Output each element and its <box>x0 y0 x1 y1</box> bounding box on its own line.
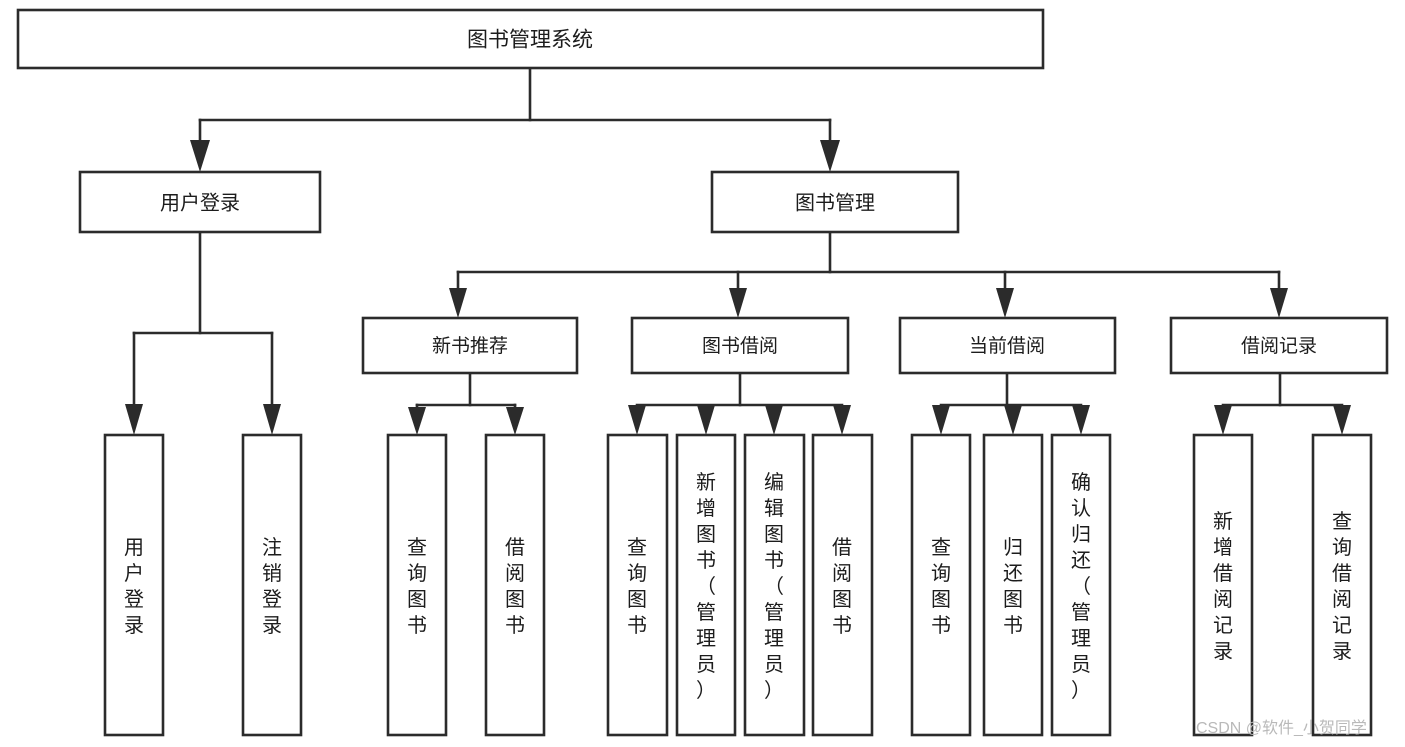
node-new-book-recommend[interactable]: 新书推荐 <box>361 316 579 375</box>
book-management-label: 图书管理 <box>795 191 875 214</box>
root-label: 图书管理系统 <box>467 29 593 52</box>
root-box[interactable] <box>16 8 1045 70</box>
leaf-node[interactable]: 查询图书 <box>910 433 972 737</box>
leaf-box[interactable] <box>606 433 669 737</box>
borrow-record-label: 借阅记录 <box>1241 335 1317 357</box>
arrow-to-leaf-query-book-1 <box>408 407 426 435</box>
leaf-node[interactable]: 借阅图书 <box>484 433 546 737</box>
new-book-recommend-label: 新书推荐 <box>432 335 508 357</box>
book-borrow-box[interactable] <box>630 316 850 375</box>
leaf-node[interactable]: 确认归还（管理员） <box>1050 433 1112 737</box>
arrow-to-borrow-record <box>1270 288 1288 318</box>
leaf-vertical-label: 用户登录 <box>124 537 144 637</box>
leaf-box[interactable] <box>675 433 737 737</box>
current-borrow-label: 当前借阅 <box>969 335 1045 357</box>
arrow-to-current-borrow <box>996 288 1014 318</box>
leaf-vertical-label: 借阅图书 <box>832 536 852 637</box>
leaf-box[interactable] <box>386 433 448 737</box>
leaf-node[interactable]: 注销登录 <box>241 433 303 737</box>
node-current-borrow[interactable]: 当前借阅 <box>898 316 1117 375</box>
arrow-to-leaf-logout <box>263 404 281 435</box>
leaf-vertical-label: 查询图书 <box>407 536 427 637</box>
leaf-vertical-label: 查询图书 <box>627 536 647 637</box>
leaf-node[interactable]: 查询借阅记录 <box>1311 433 1373 737</box>
leaf-vertical-label: 新增借阅记录 <box>1213 510 1233 663</box>
current-borrow-box[interactable] <box>898 316 1117 375</box>
arrow-to-leaf-confirm-return <box>1072 405 1090 435</box>
leaf-vertical-label: 查询图书 <box>931 536 951 637</box>
leaf-box[interactable] <box>1192 433 1254 737</box>
leaf-layer: 用户登录 注销登录 查询图书 借阅图书 查询图书 新增图书（管理员） 编辑图书（… <box>103 433 1373 737</box>
arrow-to-leaf-return-book <box>1004 405 1022 435</box>
leaf-box[interactable] <box>910 433 972 737</box>
leaf-vertical-label: 确认归还（管理员） <box>1071 471 1091 702</box>
leaf-box[interactable] <box>1050 433 1112 737</box>
arrow-to-leaf-add-record <box>1214 405 1232 435</box>
leaf-node[interactable]: 新增借阅记录 <box>1192 433 1254 737</box>
new-book-recommend-box[interactable] <box>361 316 579 375</box>
arrow-to-leaf-query-book-3 <box>932 405 950 435</box>
arrow-to-leaf-user-login <box>125 404 143 435</box>
leaf-node[interactable]: 查询图书 <box>606 433 669 737</box>
arrow-to-user-login <box>190 140 210 172</box>
arrow-to-leaf-add-book <box>697 405 715 435</box>
arrow-to-new-book-recommend <box>449 288 467 318</box>
node-user-login[interactable]: 用户登录 <box>78 170 322 234</box>
leaf-box[interactable] <box>241 433 303 737</box>
arrow-to-leaf-borrow-book-2 <box>833 405 851 435</box>
arrow-to-book-borrow <box>729 288 747 318</box>
arrow-to-leaf-borrow-book-1 <box>506 407 524 435</box>
leaf-box[interactable] <box>982 433 1044 737</box>
user-login-box[interactable] <box>78 170 322 234</box>
leaf-vertical-label: 编辑图书（管理员） <box>764 471 784 702</box>
leaf-vertical-label: 借阅图书 <box>505 536 525 637</box>
leaf-box[interactable] <box>484 433 546 737</box>
arrow-to-book-management <box>820 140 840 172</box>
leaf-vertical-label: 归还图书 <box>1003 536 1023 637</box>
leaf-node[interactable]: 新增图书（管理员） <box>675 433 737 737</box>
leaf-box[interactable] <box>743 433 806 737</box>
leaf-vertical-label: 注销登录 <box>262 536 282 637</box>
leaf-box[interactable] <box>811 433 874 737</box>
book-management-box[interactable] <box>710 170 960 234</box>
leaf-box[interactable] <box>103 433 165 737</box>
node-borrow-record[interactable]: 借阅记录 <box>1169 316 1389 375</box>
arrow-to-leaf-query-book-2 <box>628 405 646 435</box>
node-book-borrow[interactable]: 图书借阅 <box>630 316 850 375</box>
leaf-box[interactable] <box>1311 433 1373 737</box>
node-book-management[interactable]: 图书管理 <box>710 170 960 234</box>
user-login-label: 用户登录 <box>160 191 240 214</box>
arrow-to-leaf-edit-book <box>765 405 783 435</box>
leaf-node[interactable]: 编辑图书（管理员） <box>743 433 806 737</box>
connector-layer <box>125 66 1351 435</box>
book-borrow-label: 图书借阅 <box>702 335 778 357</box>
arrow-to-leaf-query-record <box>1333 405 1351 435</box>
csdn-watermark: CSDN @软件_小贺同学 <box>1196 719 1367 737</box>
leaf-vertical-label: 新增图书（管理员） <box>696 471 716 702</box>
borrow-record-box[interactable] <box>1169 316 1389 375</box>
leaf-node[interactable]: 借阅图书 <box>811 433 874 737</box>
leaf-node[interactable]: 查询图书 <box>386 433 448 737</box>
node-root[interactable]: 图书管理系统 <box>16 8 1045 70</box>
leaf-node[interactable]: 用户登录 <box>103 433 165 737</box>
leaf-vertical-label: 查询借阅记录 <box>1332 510 1352 663</box>
leaf-node[interactable]: 归还图书 <box>982 433 1044 737</box>
